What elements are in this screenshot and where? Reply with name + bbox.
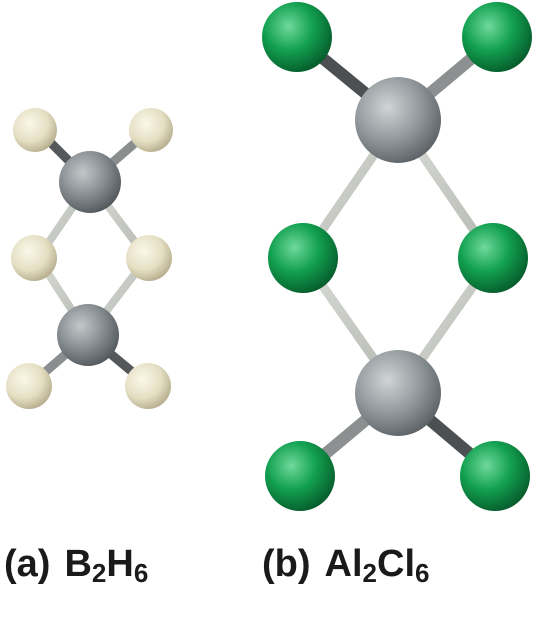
- formula-b2h6: B2H6: [64, 543, 149, 588]
- chlorine-atom-bottom-left: [265, 441, 335, 511]
- caption-letter-b: (b): [262, 543, 311, 585]
- caption-b2h6: (a) B2H6: [4, 545, 148, 586]
- boron-atom-top: [59, 151, 121, 213]
- formula-al2cl6: Al2Cl6: [324, 543, 430, 588]
- chlorine-atom-top-right: [462, 2, 532, 72]
- formula-subscript: 6: [415, 558, 430, 588]
- molecule-al2cl6: [262, 2, 532, 511]
- aluminum-atom-top: [355, 77, 441, 163]
- hydrogen-atom-bottom-right: [125, 363, 171, 409]
- chlorine-atom-bridge-right: [458, 223, 528, 293]
- chlorine-atom-top-left: [262, 2, 332, 72]
- chlorine-atom-bridge-left: [268, 223, 338, 293]
- formula-subscript: 6: [133, 558, 149, 588]
- caption-letter-a: (a): [4, 543, 51, 585]
- formula-subscript: 2: [362, 558, 377, 588]
- hydrogen-atom-bridge-right: [126, 235, 172, 281]
- formula-part: H: [106, 543, 134, 585]
- hydrogen-atom-top-left: [13, 108, 57, 152]
- hydrogen-atom-top-right: [129, 108, 173, 152]
- caption-al2cl6: (b) Al2Cl6: [262, 545, 429, 586]
- formula-part: B: [64, 543, 92, 585]
- formula-part: Al: [324, 543, 363, 585]
- chlorine-atom-bottom-right: [460, 441, 530, 511]
- formula-subscript: 2: [91, 558, 107, 588]
- molecule-b2h6: [6, 108, 173, 409]
- boron-atom-bottom: [57, 304, 119, 366]
- hydrogen-atom-bottom-left: [6, 363, 52, 409]
- aluminum-atom-bottom: [355, 350, 441, 436]
- formula-part: Cl: [377, 543, 415, 585]
- hydrogen-atom-bridge-left: [11, 235, 57, 281]
